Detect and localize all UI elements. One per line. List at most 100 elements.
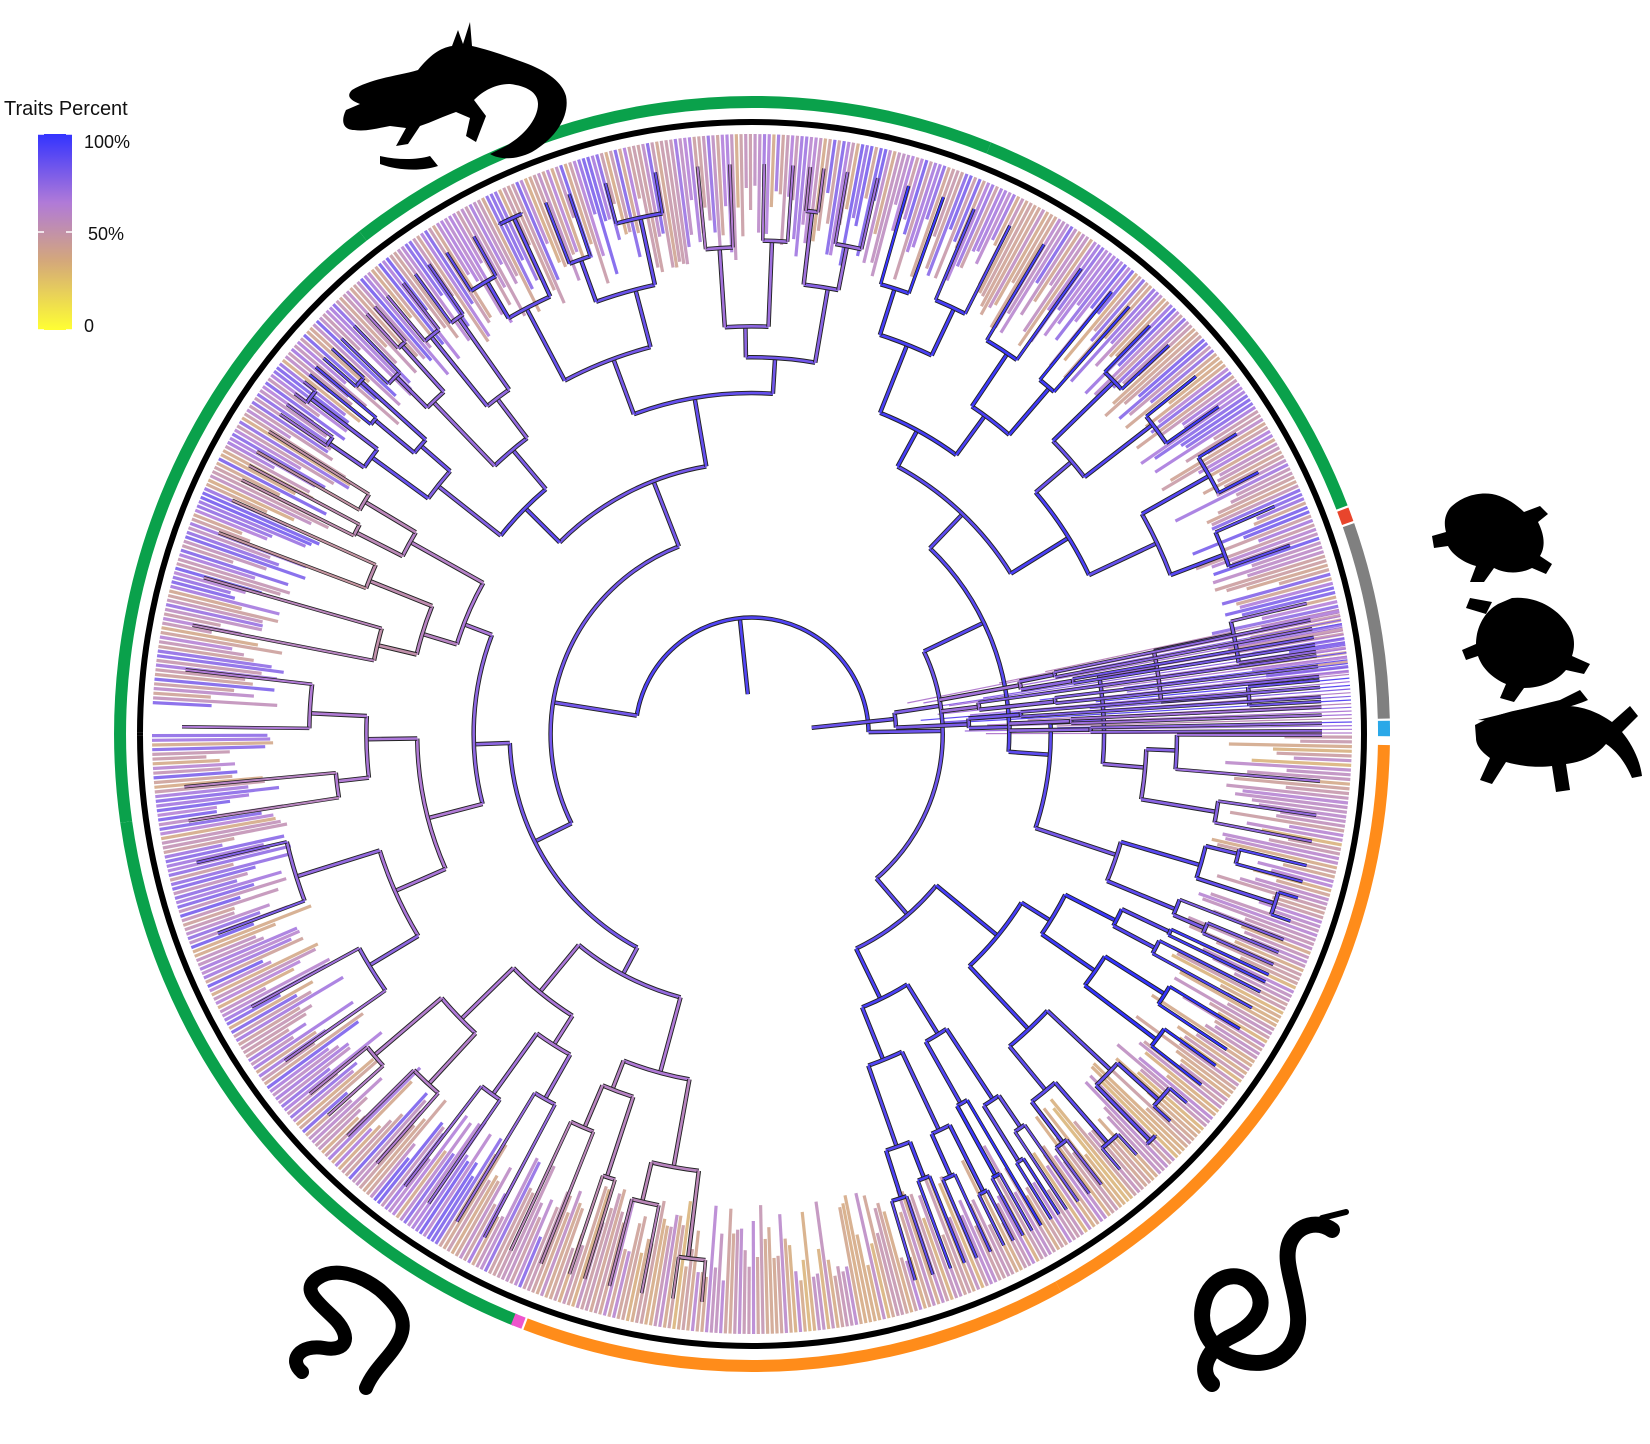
tip-band-line xyxy=(242,1012,307,1055)
tip-band-line xyxy=(200,495,313,547)
tip-band-line xyxy=(1205,438,1276,480)
tip-band-line xyxy=(182,906,236,927)
tip-band-line xyxy=(1140,390,1246,465)
tree-branch xyxy=(377,849,421,938)
tree-branch xyxy=(564,345,651,382)
tree-branch xyxy=(1008,750,1051,756)
tip-band-line xyxy=(993,211,1050,306)
tip-band-line xyxy=(1104,331,1199,418)
tip-band-line xyxy=(1083,1153,1126,1206)
tip-band-line xyxy=(598,1222,626,1315)
tree-branch xyxy=(1021,696,1321,718)
tip-band-line xyxy=(1054,257,1120,341)
tree-branch xyxy=(1230,602,1308,623)
tree-branch xyxy=(327,1065,384,1116)
tip-band-line xyxy=(487,1187,533,1275)
tree-branch xyxy=(1009,728,1091,732)
clade-segment-turtles xyxy=(1342,523,1390,719)
tree-branch xyxy=(256,450,360,511)
tree-branch xyxy=(218,531,367,590)
tip-band-line xyxy=(550,167,585,259)
tree-branch xyxy=(900,1051,941,1131)
tree-branch xyxy=(813,287,830,363)
tip-band-line xyxy=(1049,1098,1134,1200)
tip-band-line xyxy=(655,141,679,268)
tip-band-line xyxy=(862,149,893,264)
tip-band-line xyxy=(275,1042,350,1101)
tip-band-line xyxy=(248,404,334,462)
tip-band-line xyxy=(1112,327,1196,405)
tip-band-line xyxy=(1286,768,1351,777)
tip-band-line xyxy=(231,432,326,489)
tip-band-line xyxy=(1239,876,1328,906)
tip-band-line xyxy=(315,319,397,398)
tree-branch xyxy=(860,1006,885,1061)
tree-branch xyxy=(1072,636,1314,680)
tip-band-line xyxy=(535,1211,570,1295)
tree-branch xyxy=(1095,1084,1152,1142)
tree-branch xyxy=(544,202,571,265)
tree-branch xyxy=(861,983,908,1009)
tip-band-line xyxy=(434,1137,503,1245)
tree-branch xyxy=(285,841,306,902)
tip-band-line xyxy=(1135,375,1235,450)
tip-band-line xyxy=(787,1244,798,1333)
clade-segment-lizards xyxy=(114,231,367,823)
tip-band-line xyxy=(492,1192,535,1277)
tree-branch xyxy=(1170,553,1226,577)
tip-band-line xyxy=(1217,1011,1268,1044)
tip-band-line xyxy=(341,1119,393,1174)
tip-band-line xyxy=(1122,320,1190,385)
tip-band-line xyxy=(882,1211,914,1313)
tree-branch xyxy=(368,934,419,967)
tip-band-line xyxy=(1300,739,1352,744)
tree-branch xyxy=(509,1121,572,1251)
tip-band-line xyxy=(553,1247,575,1302)
tree-branch xyxy=(472,634,494,805)
tip-band-line xyxy=(1275,878,1331,897)
tip-band-line xyxy=(744,133,748,189)
tip-band-line xyxy=(890,155,915,232)
tree-branch xyxy=(370,456,429,500)
tree-branch xyxy=(394,375,429,409)
tree-branch xyxy=(1020,686,1321,713)
tree-branch xyxy=(968,965,1030,1031)
tip-band-line xyxy=(764,134,771,234)
tree-branch xyxy=(1033,490,1092,577)
tree-branch xyxy=(997,1094,1022,1129)
tree-branch xyxy=(867,1065,899,1148)
tip-band-line xyxy=(1251,655,1348,672)
tree-branch xyxy=(1055,1138,1068,1150)
tip-band-line xyxy=(153,691,211,699)
tip-band-line xyxy=(843,1194,873,1323)
tip-band-line xyxy=(391,1114,469,1216)
tree-branch xyxy=(1035,826,1118,857)
tree-branch xyxy=(1055,675,1320,705)
tip-band-line xyxy=(187,526,271,560)
tree-branch xyxy=(1055,1147,1091,1195)
tip-band-line xyxy=(869,1243,891,1319)
tip-band-line xyxy=(1089,1074,1176,1162)
tree-branch xyxy=(1269,891,1280,915)
tip-band-line xyxy=(506,185,556,291)
tip-band-line xyxy=(1288,824,1344,838)
tree-branch xyxy=(671,1256,680,1299)
tip-band-line xyxy=(158,640,245,657)
tree-branch xyxy=(540,1131,595,1264)
tip-band-line xyxy=(198,500,307,548)
tree-branch xyxy=(982,1104,1020,1163)
tip-band-line xyxy=(215,461,281,497)
tip-band-line xyxy=(974,1224,1002,1281)
tree-branch xyxy=(552,701,638,717)
tip-band-line xyxy=(1089,263,1128,310)
tip-band-line xyxy=(644,1218,667,1325)
tree-branch xyxy=(890,1200,917,1281)
tip-band-line xyxy=(947,1216,981,1291)
tip-band-line xyxy=(1114,300,1170,358)
tree-branch xyxy=(217,899,305,935)
tip-band-line xyxy=(1076,255,1117,307)
tree-branch xyxy=(879,333,933,357)
tip-band-line xyxy=(826,139,837,194)
tip-band-line xyxy=(370,268,413,319)
tree-branch xyxy=(633,391,773,416)
